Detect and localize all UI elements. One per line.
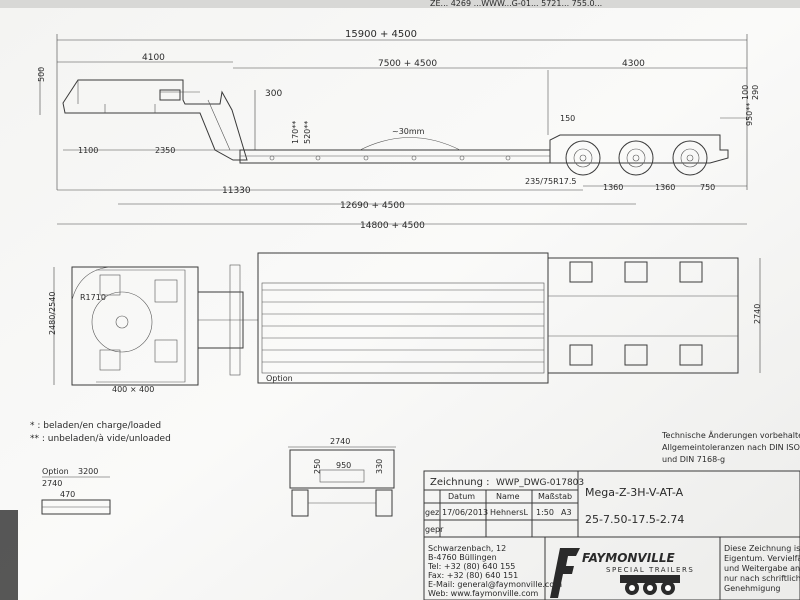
address-email: E-Mail: general@faymonville.com [428,580,562,589]
dim-14800: 14800 + 4500 [360,221,425,231]
note-line1: Technische Änderungen vorbehalten [661,430,800,440]
wheel-axles [565,140,708,176]
dim-deck: 7500 + 4500 [378,59,437,69]
r-label: R1710 [80,293,106,302]
rear-2740: 2740 [330,437,350,446]
dim-400: 400 × 400 [112,385,154,394]
rear-view: 2740 950 250 330 [288,437,396,517]
plan-option: Option [266,374,293,383]
address-street: Schwarzenbach, 12 [428,544,506,553]
option-title: Option [42,467,69,476]
brand-tagline: SPECIAL TRAILERS [606,566,694,574]
note-line3: und DIN 7168-g [662,455,725,464]
option-2740: 2740 [42,479,62,488]
gez-label: gez [425,508,439,517]
legend-unloaded: ** : unbeladen/à vide/unloaded [30,434,171,444]
side-view: 15900 + 4500 4100 7500 + 4500 4300 500 3… [37,29,760,231]
copyright-line1: Diese Zeichnung ist [724,544,800,553]
top-strip-text: ZE... 4269 ...WWW...G-01... 5721... 755.… [430,0,602,8]
plan-view: R1710 2480/2540 400 × 400 Option [48,252,762,394]
dim-520: 520** [303,121,312,144]
datum-header: Datum [448,492,475,501]
dim-rear-v2: 290 [751,85,760,100]
dim-12690: 12690 + 4500 [340,201,405,211]
zeichnung-label: Zeichnung : [430,477,490,488]
gepr-label: gepr [425,525,444,534]
tyre-size: 235/75R17.5 [525,177,577,186]
dim-30mm: ~30mm [392,127,425,136]
copyright-line2: Eigentum. Vervielfält [724,554,800,563]
address-tel: Tel: +32 (80) 640 155 [427,562,515,571]
rear-950: 950 [336,461,351,470]
format-value: A3 [561,508,572,517]
massstab-header: Maßstab [538,492,572,501]
dim-1360a: 1360 [603,183,623,192]
copyright-line5: Genehmigung [724,584,781,593]
copyright-line4: nur nach schriftlich [724,574,800,583]
dim-1100: 1100 [78,146,98,155]
brand-name: FAYMONVILLE [582,551,675,565]
datum-value: 17/06/2013 [442,508,488,517]
name-header: Name [496,492,520,501]
note-line2: Allgemeintoleranzen nach DIN ISO 27 [662,443,800,452]
rear-250: 250 [313,459,322,474]
option-470: 470 [60,490,75,499]
model-name: Mega-Z-3H-V-AT-A [585,486,684,499]
dim-rear: 4300 [622,59,645,69]
copyright-line3: und Weitergabe an [724,564,800,573]
option-detail: Option 3200 2740 470 [41,467,111,515]
address-web: Web: www.faymonville.com [428,589,538,598]
scale-value: 1:50 [536,508,554,517]
dim-2540: 2480/2540 [48,292,57,335]
dim-2350: 2350 [155,146,175,155]
dim-300: 300 [265,89,282,99]
address-city: B-4760 Büllingen [428,553,497,562]
legend-loaded: * : beladen/en charge/loaded [30,421,161,431]
dim-500: 500 [37,67,46,82]
dim-rear-v1: 100 [741,85,750,100]
zeichnung-value: WWP_DWG-017803 [496,478,584,488]
title-block: Zeichnung : WWP_DWG-017803 Datum Name Ma… [423,470,800,600]
dim-overall-top: 15900 + 4500 [345,29,417,40]
dim-950: 950** [745,103,754,126]
faymonville-logo: FAYMONVILLE SPECIAL TRAILERS [550,548,694,598]
dim-1360b: 1360 [655,183,675,192]
address-fax: Fax: +32 (80) 640 151 [428,571,518,580]
dim-neck: 4100 [142,53,165,63]
option-3200: 3200 [78,467,98,476]
dim-11330: 11330 [222,186,251,196]
dim-150: 150 [560,114,575,123]
rear-330: 330 [375,459,384,474]
model-spec: 25-7.50-17.5-2.74 [585,513,684,526]
dim-750: 750 [700,183,715,192]
dim-2740: 2740 [753,304,762,324]
dim-170: 170** [291,121,300,144]
name-value: HehnersL [490,508,528,517]
